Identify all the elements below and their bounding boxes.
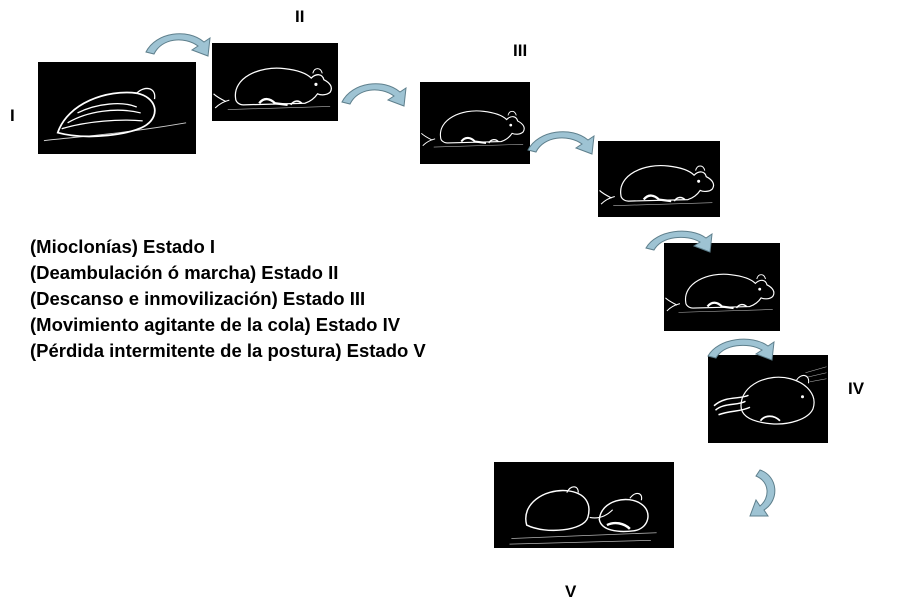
frame-stage-i xyxy=(38,62,196,154)
legend-item-estado-ii: (Deambulación ó marcha) Estado II xyxy=(30,262,339,283)
frame-stage-ii xyxy=(212,43,338,121)
legend-item-estado-iv: (Movimiento agitante de la cola) Estado … xyxy=(30,314,401,335)
stage-label-ii: II xyxy=(295,7,305,26)
frame-stage-iv xyxy=(708,355,828,443)
frame-stage-v xyxy=(494,462,674,548)
curved-arrow-icon xyxy=(145,33,211,57)
frame-stage-iii-c xyxy=(664,243,780,331)
curved-arrow-icon xyxy=(527,131,595,155)
legend-item-estado-v: (Pérdida intermitente de la postura) Est… xyxy=(30,340,426,361)
stage-label-v: V xyxy=(565,582,577,601)
mouse-drawing-icon xyxy=(598,141,720,217)
stage-legend: (Mioclonías) Estado I (Deambulación ó ma… xyxy=(30,234,426,364)
curved-arrow-icon xyxy=(645,230,713,253)
frame-stage-iii-a xyxy=(420,82,530,164)
mouse-drawing-icon xyxy=(38,62,196,154)
mouse-drawing-icon xyxy=(664,243,780,331)
legend-item-estado-iii: (Descanso e inmovilización) Estado III xyxy=(30,288,366,309)
curved-arrow-icon xyxy=(749,469,776,517)
mouse-drawing-icon xyxy=(420,82,530,164)
legend-item-estado-i: (Mioclonías) Estado I xyxy=(30,236,216,257)
stage-label-iv: IV xyxy=(848,379,865,398)
stage-label-iii: III xyxy=(513,41,528,60)
mouse-drawing-icon xyxy=(494,462,674,548)
curved-arrow-icon xyxy=(341,83,407,107)
frame-stage-iii-b xyxy=(598,141,720,217)
mouse-drawing-icon xyxy=(708,355,828,443)
stage-label-i: I xyxy=(10,106,15,125)
curved-arrow-icon xyxy=(707,338,775,361)
mouse-drawing-icon xyxy=(212,43,338,121)
